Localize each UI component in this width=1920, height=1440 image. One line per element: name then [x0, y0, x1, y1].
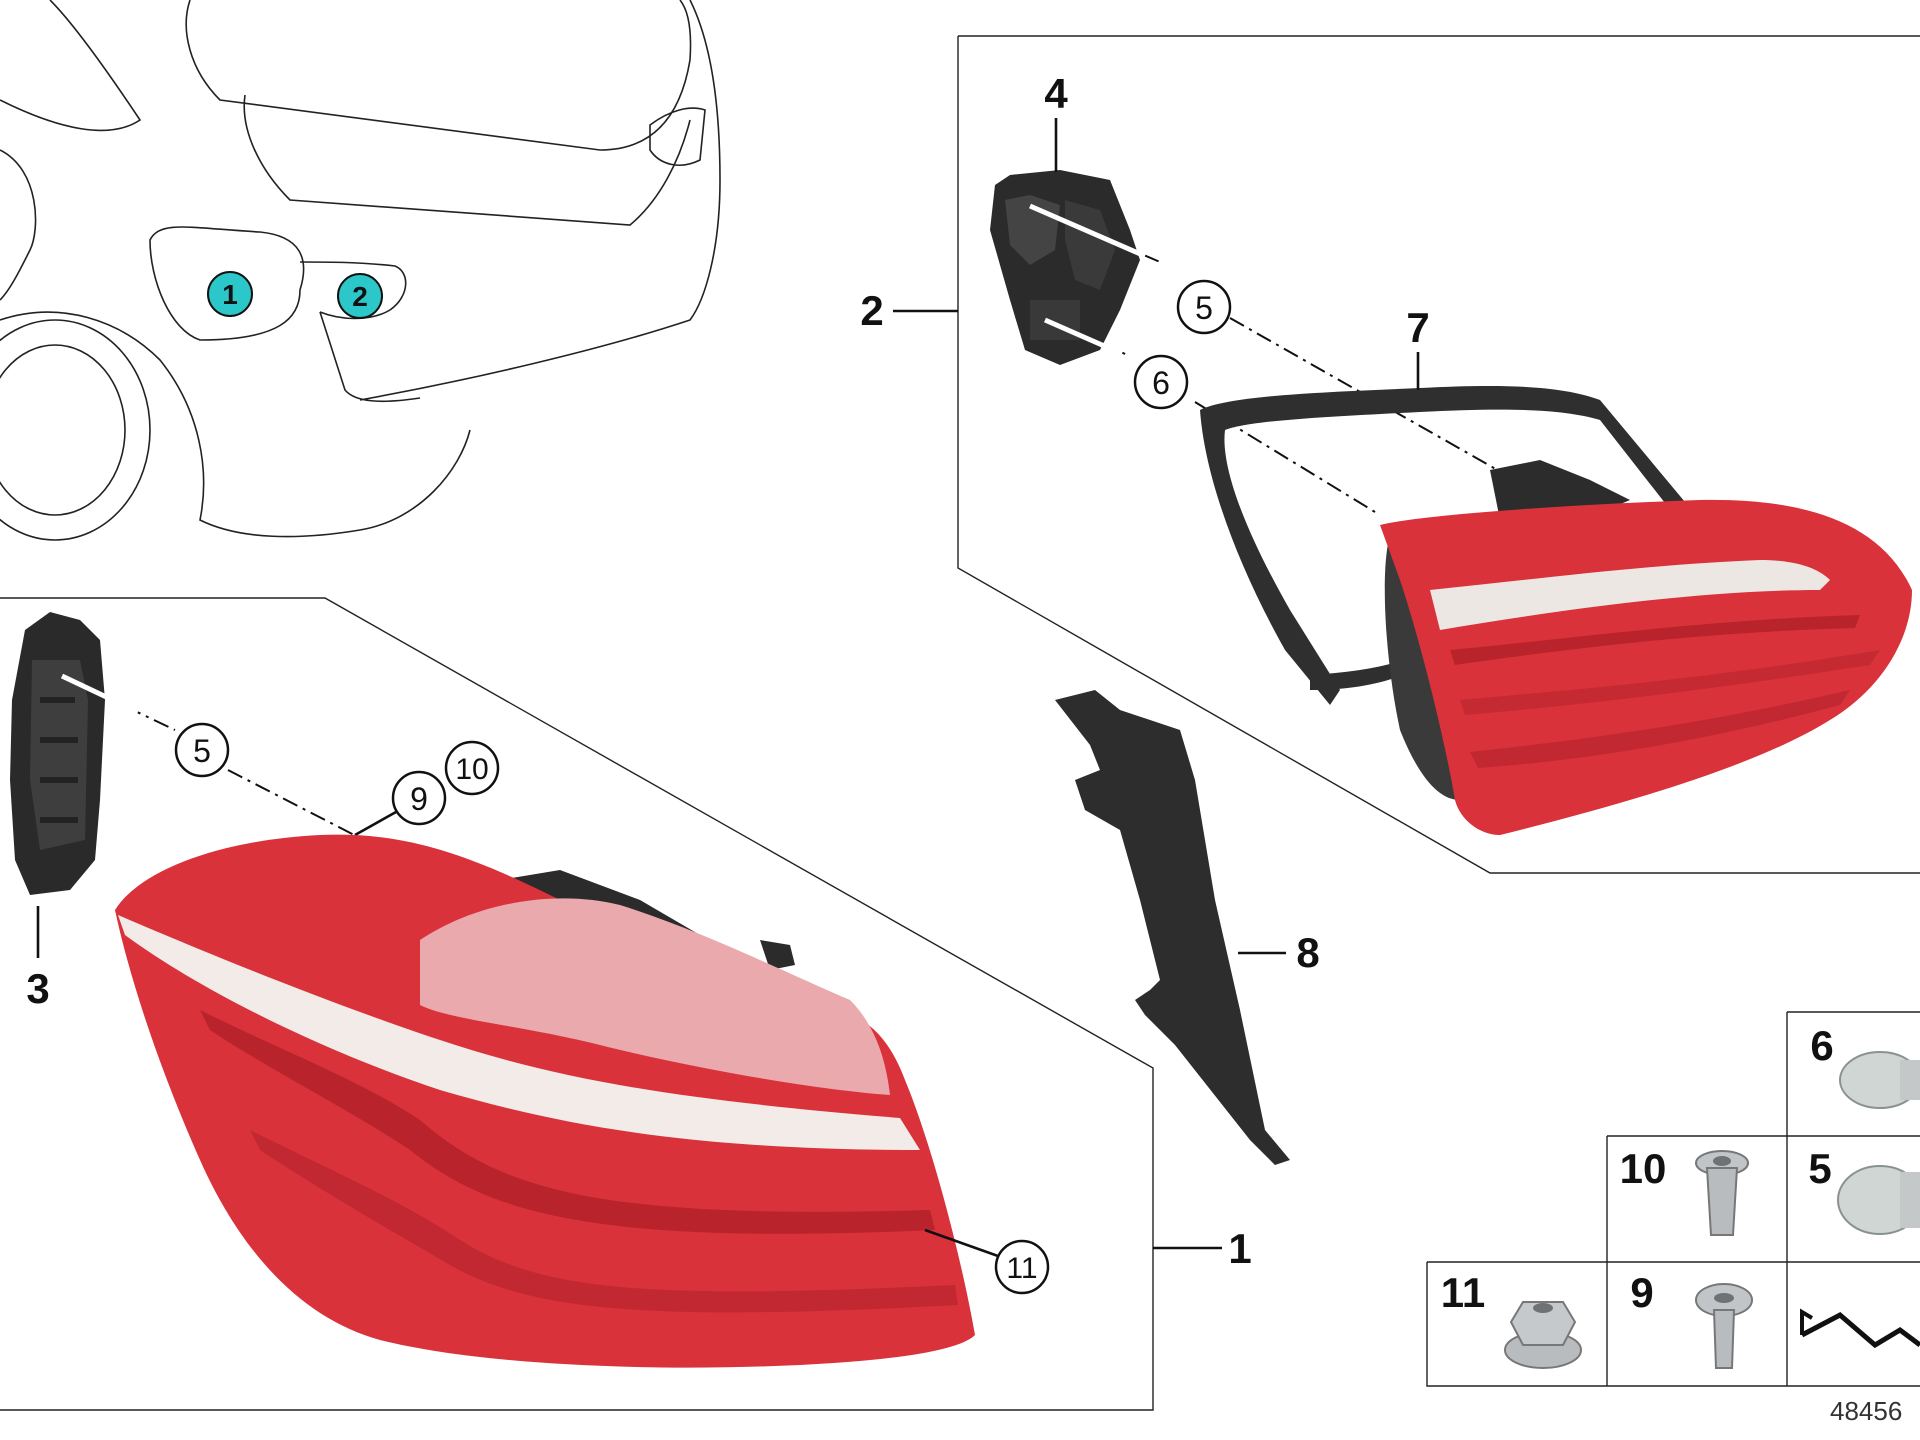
- set-symbol-icon: [1800, 1311, 1920, 1349]
- nut-11-icon: [1504, 1301, 1582, 1369]
- callout-6-upper: 6: [1133, 354, 1189, 410]
- image-number: 48456: [1830, 1396, 1902, 1426]
- callout-9-label: 9: [410, 781, 428, 817]
- inner-tail-light: [1380, 460, 1912, 835]
- hardware-cell-6-number: 6: [1810, 1022, 1833, 1069]
- callout-5-lower-label: 5: [193, 733, 211, 769]
- bulb-holder-upper: [990, 170, 1140, 365]
- hardware-cell-6: 6: [1810, 1022, 1920, 1109]
- callout-6-upper-label: 6: [1152, 365, 1170, 401]
- location-marker-2-label: 2: [352, 281, 368, 312]
- location-marker-1: 1: [207, 271, 253, 317]
- location-marker-2: 2: [337, 273, 383, 319]
- part-7-number: 7: [1406, 304, 1429, 351]
- rivet-10-icon: [1695, 1150, 1749, 1236]
- callout-11-label: 11: [1006, 1252, 1037, 1285]
- callout-10-label: 10: [455, 753, 488, 786]
- bulb-5-icon: [1837, 1165, 1920, 1235]
- part-1-number: 1: [1228, 1225, 1251, 1272]
- callout-11-leader: [924, 1228, 999, 1258]
- gasket-frame: [1200, 385, 1700, 705]
- callout-9-leader: [354, 810, 397, 837]
- part-8-number: 8: [1296, 929, 1319, 976]
- part-2-number: 2: [860, 287, 883, 334]
- callout-10: 10: [444, 740, 500, 796]
- callout-5-upper-label: 5: [1195, 290, 1213, 326]
- seal-strip: [1055, 690, 1290, 1165]
- car-rear-outline: [0, 0, 721, 541]
- screw-9-icon: [1695, 1283, 1753, 1369]
- hardware-cell-5-number: 5: [1808, 1145, 1831, 1192]
- bulb-6-icon: [1839, 1051, 1920, 1109]
- outer-tail-light: [115, 834, 975, 1368]
- hardware-cell-11: 11: [1441, 1269, 1582, 1369]
- callout-5-upper: 5: [1176, 279, 1232, 335]
- callout-9: 9: [391, 770, 447, 826]
- hardware-cell-9-number: 9: [1630, 1269, 1653, 1316]
- hardware-cell-10: 10: [1620, 1145, 1749, 1236]
- part-4-number: 4: [1044, 70, 1068, 117]
- location-marker-1-label: 1: [222, 279, 238, 310]
- hardware-grid: [1426, 1011, 1920, 1387]
- callout-5-lower: 5: [174, 722, 230, 778]
- callout-11: 11: [994, 1239, 1050, 1295]
- part-3-number: 3: [26, 965, 49, 1012]
- hardware-cell-5: 5: [1808, 1145, 1920, 1235]
- dashed-line-5-lower: [69, 679, 361, 839]
- hardware-cell-11-number: 11: [1441, 1269, 1485, 1316]
- bulb-holder-lower: [10, 612, 105, 895]
- hardware-cell-10-number: 10: [1620, 1145, 1667, 1192]
- part-2-group-frame: [957, 35, 1920, 874]
- part-1-group-frame: [0, 597, 1154, 1411]
- hardware-cell-symbol: [1800, 1308, 1920, 1349]
- hardware-cell-9: 9: [1630, 1269, 1753, 1369]
